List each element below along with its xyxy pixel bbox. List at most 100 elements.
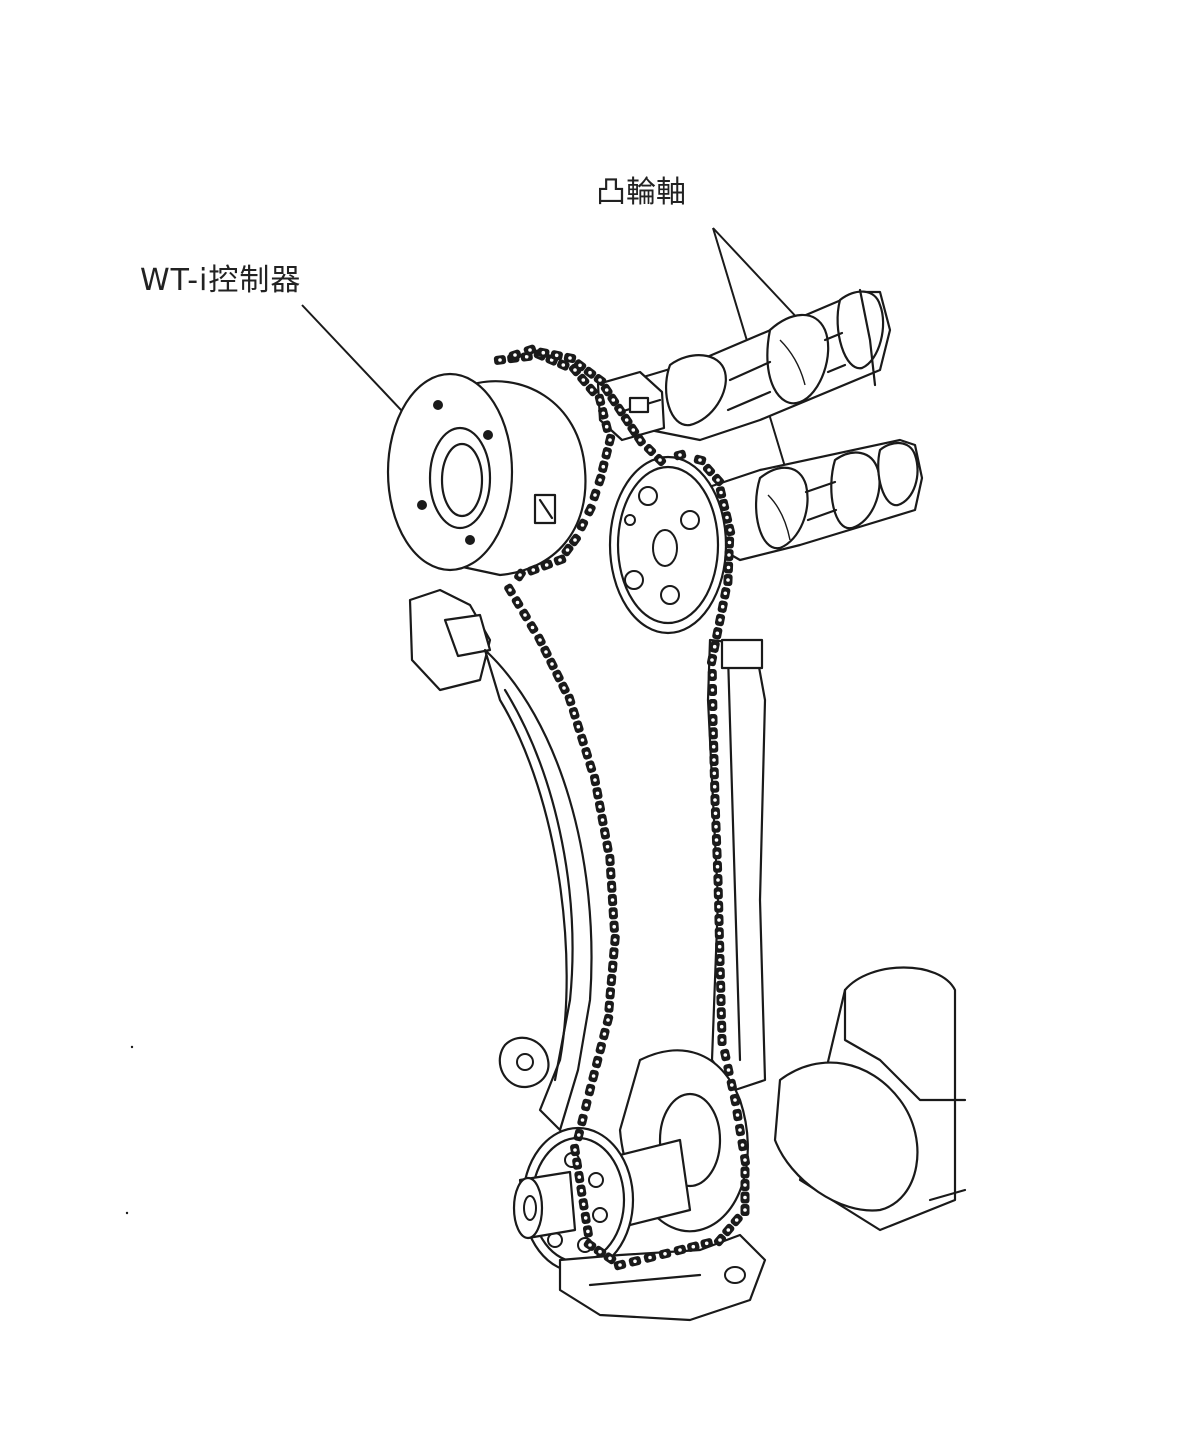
chain-pin xyxy=(678,1248,682,1252)
chain-pin xyxy=(513,353,517,357)
chain-pin xyxy=(602,1032,607,1036)
chain-pin xyxy=(612,951,616,956)
chain-pin xyxy=(624,418,629,422)
chain-pin xyxy=(719,490,723,495)
chain-pin xyxy=(561,363,566,367)
chain-pin xyxy=(726,578,730,582)
chain-pin xyxy=(719,1011,724,1016)
chain-pin xyxy=(599,1046,603,1050)
chain-pin xyxy=(549,358,554,362)
chain-pin xyxy=(719,1024,724,1029)
chain-pin xyxy=(714,824,718,829)
chain-pin xyxy=(508,588,512,592)
chain-pin xyxy=(601,464,606,469)
chain-pin xyxy=(707,468,711,472)
chain-pin xyxy=(595,791,600,796)
chain-pin xyxy=(605,844,610,849)
chain-pin xyxy=(711,718,715,722)
chain-pin xyxy=(600,818,605,822)
vvti-leader-line xyxy=(301,304,419,429)
chain-pin xyxy=(576,724,581,729)
chain-pin xyxy=(718,984,723,989)
chain-pin xyxy=(718,1238,722,1242)
chain-pin xyxy=(550,662,554,666)
chain-pin xyxy=(603,831,607,836)
chain-pin xyxy=(608,991,613,996)
chain-pin xyxy=(727,553,731,557)
chain-pin xyxy=(726,565,731,570)
chain-pin xyxy=(598,478,602,482)
chain-pin xyxy=(588,1088,592,1092)
chain-pin xyxy=(715,864,720,869)
chain-pin xyxy=(588,1243,592,1247)
chain-pin xyxy=(725,515,729,520)
chain-pin xyxy=(712,758,716,762)
crank-sprocket xyxy=(512,1126,635,1274)
chain-pin xyxy=(586,1229,590,1234)
chain-pin xyxy=(580,738,585,742)
chain-pin xyxy=(611,398,616,402)
chain-pin xyxy=(611,911,616,916)
chain-pin xyxy=(716,904,721,909)
chain-pin xyxy=(734,1218,739,1222)
chain-pin xyxy=(712,644,717,649)
chain-pin xyxy=(584,751,589,756)
chain-pin xyxy=(593,493,597,497)
chain-pin xyxy=(581,1202,586,1207)
chain-pin xyxy=(531,568,536,572)
chain-pin xyxy=(663,1252,667,1256)
chain-pin xyxy=(581,378,586,382)
chain-pin xyxy=(743,1208,747,1212)
chain-pin xyxy=(713,811,718,816)
chain-pin xyxy=(715,631,720,636)
chain-pin xyxy=(743,1183,747,1187)
chain-pin xyxy=(575,1161,579,1166)
chain-pin xyxy=(648,1255,652,1260)
chain-pin xyxy=(609,884,614,889)
chain-pin xyxy=(609,978,614,982)
stray-marks xyxy=(125,1045,134,1215)
chain-pin xyxy=(577,1133,581,1137)
chain-pin xyxy=(523,613,527,617)
timing-chain xyxy=(493,344,750,1271)
chain-pin xyxy=(584,1103,589,1107)
crankshaft xyxy=(598,966,957,1233)
chain-pin xyxy=(591,1074,596,1078)
chain-pin xyxy=(579,1188,584,1193)
chain-pin xyxy=(498,358,502,362)
chain-pin xyxy=(720,604,725,609)
chain-pin xyxy=(558,558,562,562)
chain-pin xyxy=(717,944,722,949)
chain-pin xyxy=(711,731,716,736)
camshaft-label: 凸輪軸 xyxy=(596,175,686,210)
chain-pin xyxy=(710,688,715,692)
chain-pin xyxy=(528,348,532,352)
chain-pin xyxy=(714,838,719,842)
chain-pin xyxy=(743,1158,747,1162)
vvti-controller-label: WT-i控制器 xyxy=(140,263,302,298)
cam-sprocket xyxy=(608,455,728,635)
chain-pin xyxy=(713,798,717,802)
chain-pin xyxy=(598,378,602,382)
chain-pin xyxy=(554,353,559,358)
chain-pin xyxy=(601,411,606,416)
chain-pin xyxy=(565,548,570,552)
chain-pin xyxy=(715,851,719,856)
chain-pin xyxy=(595,1060,599,1064)
chain-pin xyxy=(580,1118,585,1122)
chain-pin xyxy=(572,711,576,716)
chain-pin xyxy=(711,744,716,749)
chain-pin xyxy=(712,784,717,789)
chain-pin xyxy=(606,1018,610,1022)
left-chain-guide xyxy=(408,588,593,1132)
chain-pin xyxy=(618,408,622,412)
chain-pin xyxy=(743,1195,747,1200)
chain-pin xyxy=(612,924,616,929)
chain-pin xyxy=(588,370,592,375)
chain-pin xyxy=(633,1259,637,1264)
chain-pin xyxy=(530,625,535,630)
chain-pin xyxy=(568,356,572,360)
chain-pin xyxy=(598,804,602,809)
chain-pin xyxy=(717,931,722,936)
chain-pin xyxy=(726,1228,731,1232)
